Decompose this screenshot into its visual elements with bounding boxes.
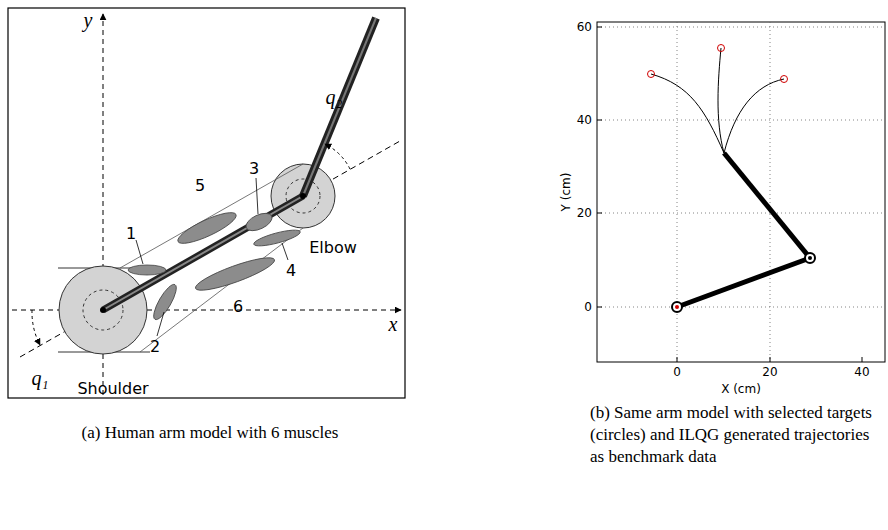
caption: (a) Human arm model with 6 muscles bbox=[82, 423, 339, 443]
joint-label: Shoulder bbox=[77, 379, 148, 398]
tick-label: 40 bbox=[577, 113, 592, 127]
axis-label: y bbox=[84, 9, 93, 32]
tick-label: 0 bbox=[584, 300, 592, 314]
callout-number: 6 bbox=[233, 297, 243, 316]
callout-number: 2 bbox=[150, 337, 160, 356]
tick-label: 60 bbox=[577, 20, 592, 34]
axis-label: x bbox=[389, 313, 398, 336]
tick-label: 0 bbox=[673, 365, 681, 379]
angle-label: q₂ bbox=[326, 86, 343, 109]
callout-number: 4 bbox=[286, 261, 296, 280]
callout-number: 3 bbox=[249, 159, 259, 178]
caption: (b) Same arm model with selected targets… bbox=[590, 402, 878, 468]
axis-title: X (cm) bbox=[721, 382, 761, 396]
tick-label: 20 bbox=[577, 206, 592, 220]
angle-label: q₁ bbox=[32, 367, 49, 390]
joint-label: Elbow bbox=[309, 238, 357, 257]
axis-title: Y (cm) bbox=[559, 173, 573, 212]
tick-label: 40 bbox=[854, 365, 869, 379]
callout-number: 1 bbox=[126, 224, 136, 243]
callout-number: 5 bbox=[195, 176, 205, 195]
tick-label: 20 bbox=[762, 365, 777, 379]
